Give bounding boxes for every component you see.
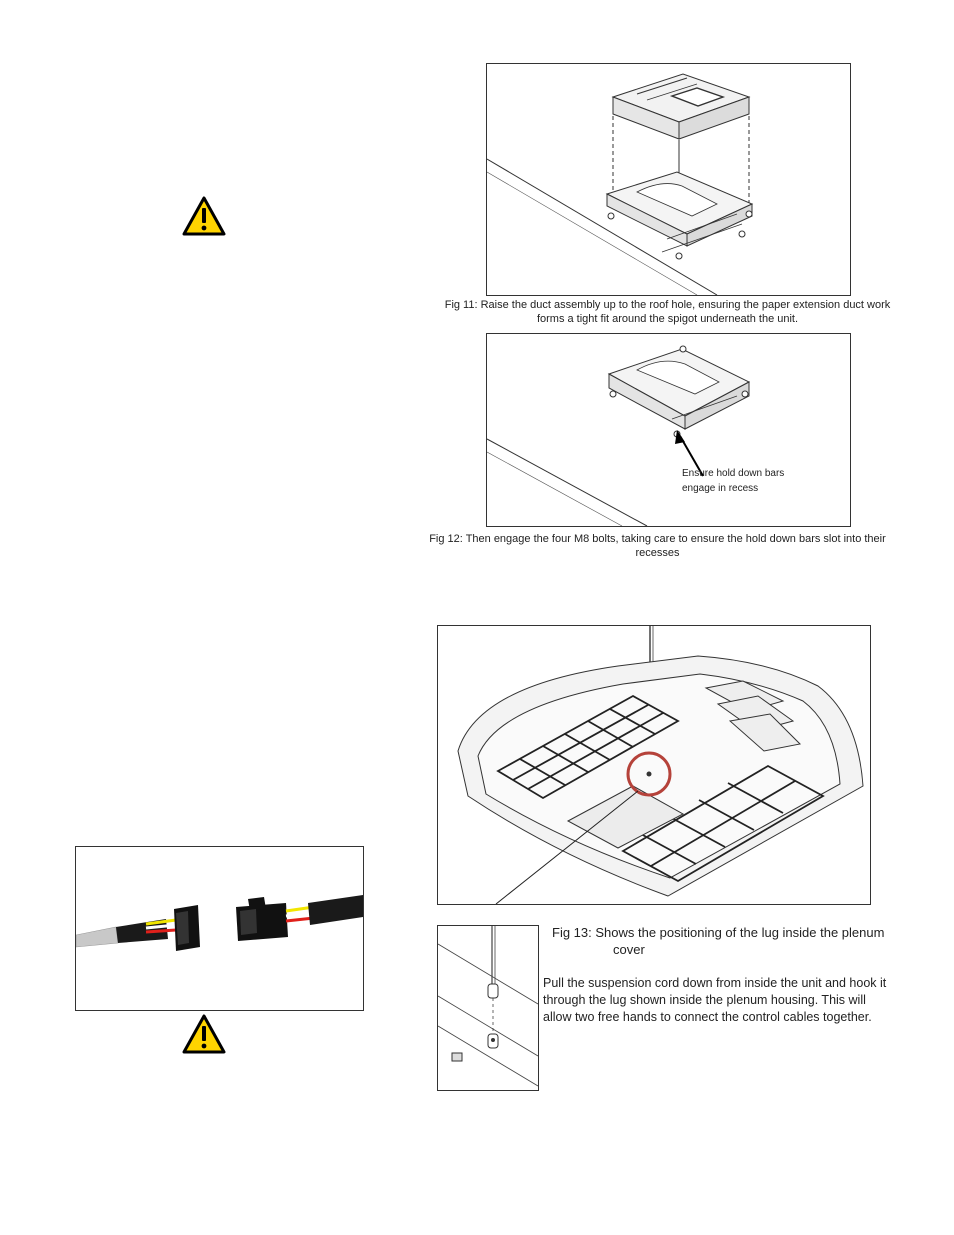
figure-12-callout-line-2: engage in recess xyxy=(682,483,759,494)
figure-11-caption-line-1: Fig 11: Raise the duct assembly up to th… xyxy=(444,299,891,311)
figure-13-image xyxy=(437,625,871,905)
figure-12-image xyxy=(486,333,851,527)
warning-triangle-icon xyxy=(182,196,226,236)
figure-11-image xyxy=(486,63,851,296)
figure-12-caption-line-2: recesses xyxy=(635,547,680,559)
figure-11-caption-line-2: forms a tight fit around the spigot unde… xyxy=(536,313,799,325)
figure-13-title-line-1: Fig 13: Shows the positioning of the lug… xyxy=(552,925,885,940)
figure-12-caption-line-1: Fig 12: Then engage the four M8 bolts, t… xyxy=(429,533,886,545)
figure-12-caption: Fig 12: Then engage the four M8 bolts, t… xyxy=(425,532,890,560)
warning-triangle-icon xyxy=(182,1014,226,1054)
figure-13-instructions: Pull the suspension cord down from insid… xyxy=(543,976,887,1024)
figure-13-title: Fig 13: Shows the positioning of the lug… xyxy=(552,924,884,958)
figure-11-caption: Fig 11: Raise the duct assembly up to th… xyxy=(430,298,905,326)
connector-photo xyxy=(75,846,364,1011)
figure-12-callout-line-1: Ensure hold down bars xyxy=(682,468,785,479)
figure-12-callout: Ensure hold down bars engage in recess xyxy=(682,466,784,496)
figure-13-title-line-2: cover xyxy=(613,942,645,957)
figure-13-inset-image xyxy=(437,925,539,1091)
